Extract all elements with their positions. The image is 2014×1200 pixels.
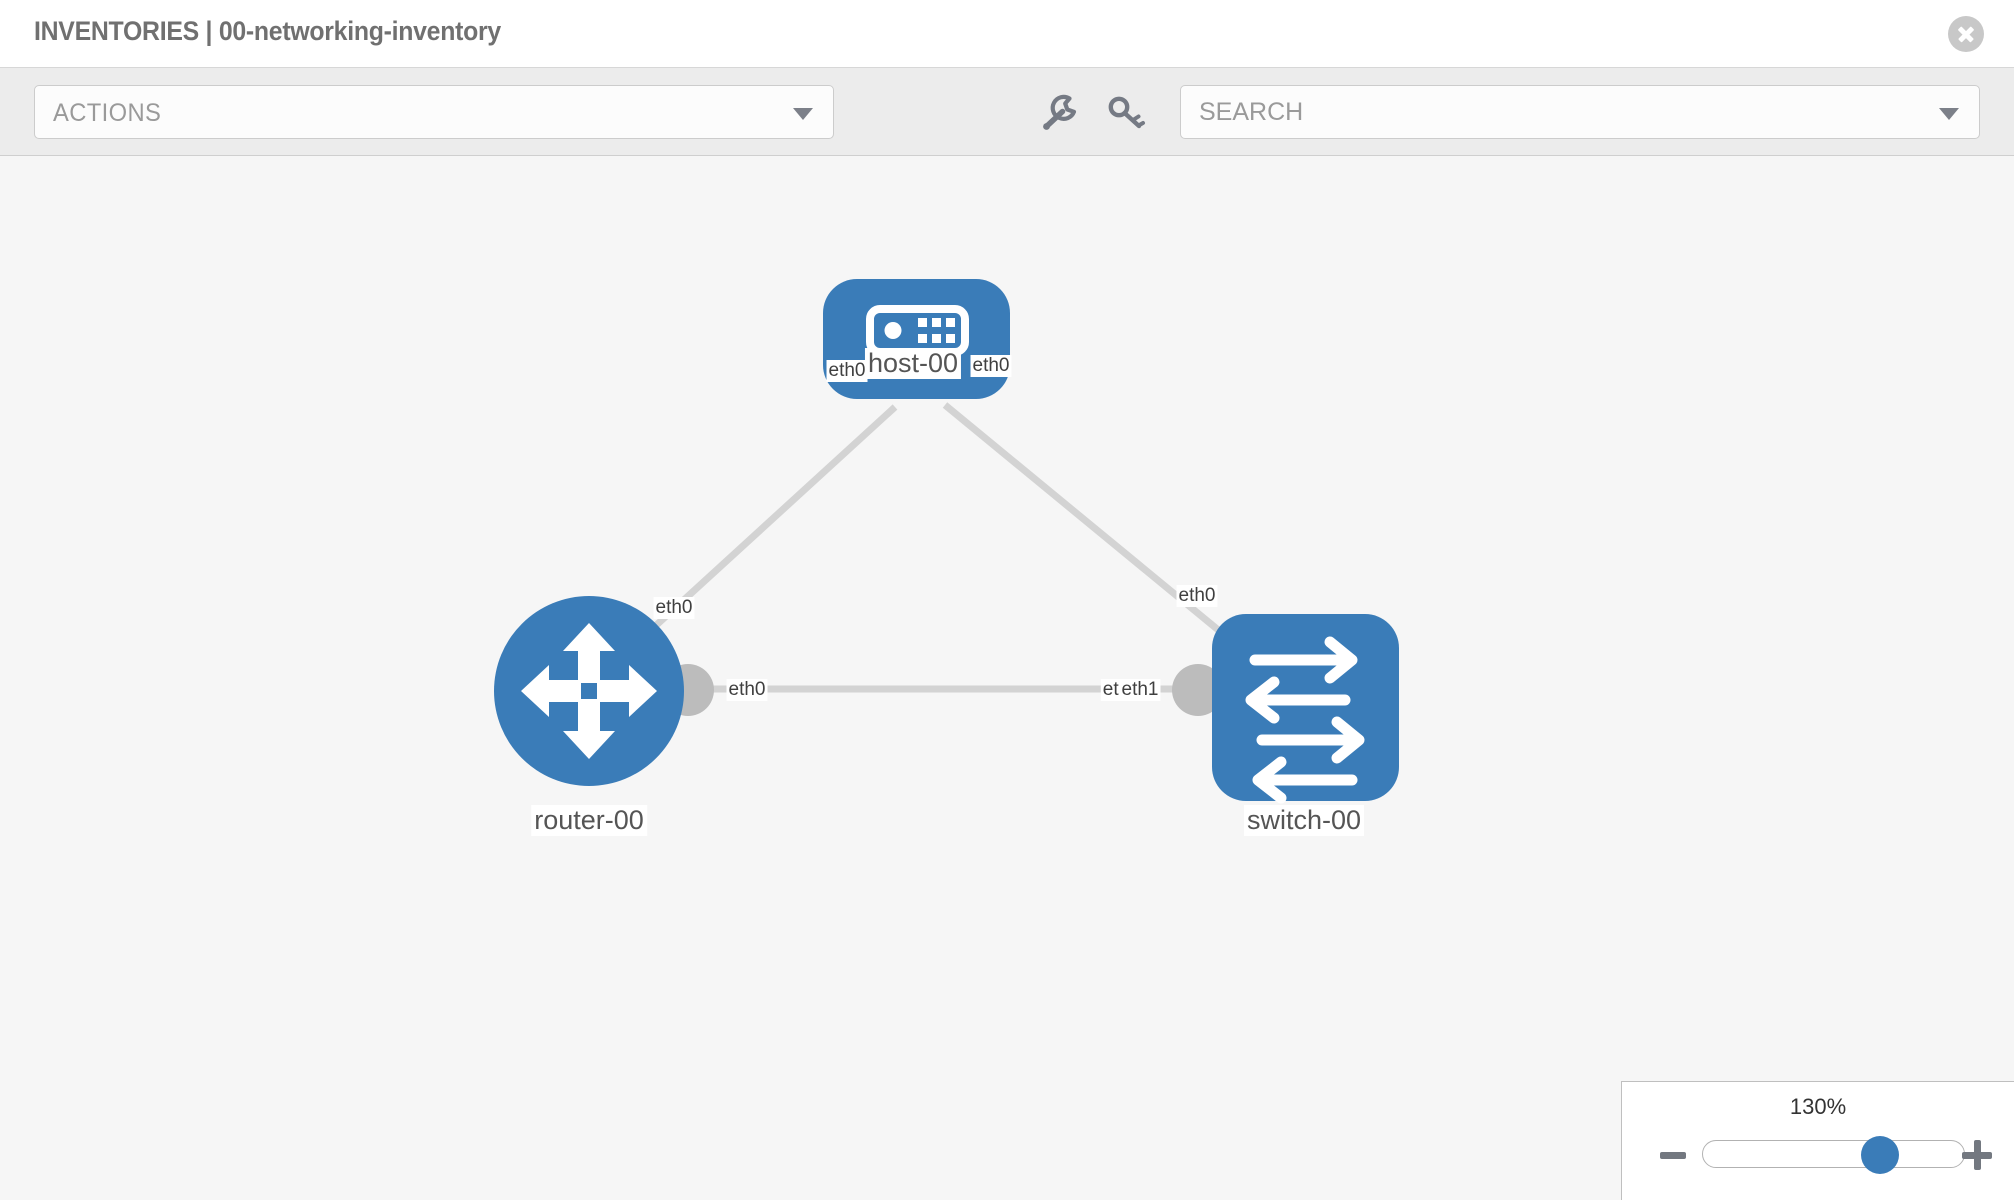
node-label-router: router-00	[531, 805, 647, 836]
interface-marker	[1172, 664, 1224, 716]
search-input[interactable]	[1197, 86, 1917, 138]
actions-dropdown-label: ACTIONS	[53, 99, 162, 127]
topology-canvas[interactable]: host-00 router-00 switch-00 eth0 eth0 et…	[0, 157, 2014, 1200]
zoom-slider-thumb[interactable]	[1861, 1136, 1900, 1174]
node-switch-00[interactable]	[1212, 614, 1399, 804]
interface-label: eth1	[1119, 679, 1161, 701]
node-label-switch: switch-00	[1243, 805, 1365, 836]
interface-label: eth0	[726, 679, 768, 701]
wrench-icon[interactable]	[1038, 92, 1080, 134]
chevron-down-icon	[793, 108, 813, 120]
actions-dropdown[interactable]: ACTIONS	[34, 85, 834, 139]
topology-graph	[494, 279, 1399, 804]
zoom-slider[interactable]	[1702, 1136, 1965, 1174]
interface-label: eth0	[970, 355, 1012, 377]
zoom-control-panel: 130%	[1621, 1081, 2014, 1200]
interface-label: eth0	[653, 597, 695, 619]
plus-icon-stroke-h	[1962, 1151, 1992, 1159]
key-icon[interactable]	[1105, 92, 1147, 134]
page-title: INVENTORIES | 00-networking-inventory	[34, 16, 501, 46]
router-arrows-icon	[521, 623, 657, 759]
zoom-level-value: 130%	[1789, 1094, 1847, 1119]
interface-label: eth0	[1176, 585, 1218, 607]
toolbar: ACTIONS	[0, 68, 2014, 156]
chevron-down-icon	[1939, 108, 1959, 120]
interface-label: eth0	[826, 360, 868, 382]
link-host-switch	[942, 402, 1248, 655]
topology-links	[602, 402, 1248, 693]
switch-arrows-icon	[1245, 636, 1365, 804]
plus-icon[interactable]	[1962, 1140, 1992, 1170]
node-label-host: host-00	[864, 348, 962, 379]
page-header: INVENTORIES | 00-networking-inventory	[0, 0, 2014, 68]
search-field[interactable]	[1180, 85, 1980, 139]
minus-icon[interactable]	[1660, 1152, 1686, 1159]
close-icon[interactable]	[1948, 16, 1984, 52]
node-router-00[interactable]	[494, 596, 684, 786]
